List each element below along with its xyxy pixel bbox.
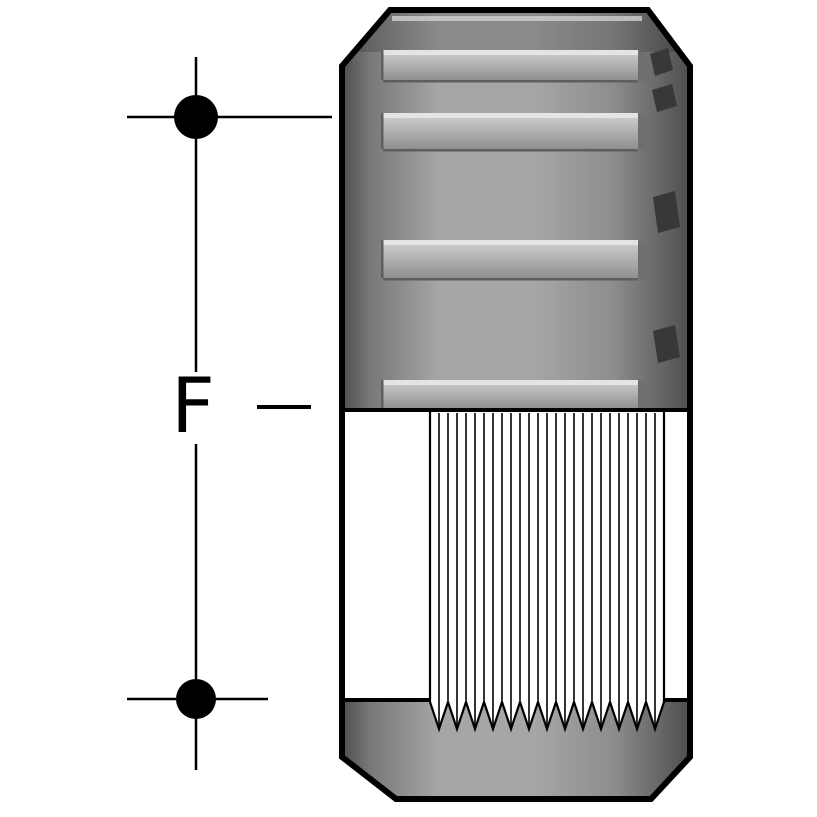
- dimension-guides: [127, 57, 332, 770]
- knurl-notch: [650, 48, 673, 76]
- dimension-point-bottom: [176, 679, 216, 719]
- knurl-notch: [653, 325, 680, 363]
- fitting-outline: [339, 7, 693, 802]
- thread-profile-outline: [428, 412, 666, 733]
- knurl-rib: [381, 113, 651, 154]
- knurled-face: [342, 10, 690, 410]
- knurl-rib: [381, 240, 651, 283]
- knurl-notch: [652, 84, 677, 112]
- knurl-rib: [381, 380, 651, 410]
- knurl-notches: [650, 48, 680, 363]
- knurl-rib: [381, 50, 651, 85]
- dimension-label: F: [171, 361, 215, 450]
- top-edge-highlight: [392, 16, 642, 21]
- dimension-point-top: [174, 95, 218, 139]
- thread-hatch-lines: [438, 413, 656, 726]
- thread-section: [428, 412, 666, 733]
- knurled-section: [342, 10, 690, 410]
- knurl-notch: [653, 191, 680, 233]
